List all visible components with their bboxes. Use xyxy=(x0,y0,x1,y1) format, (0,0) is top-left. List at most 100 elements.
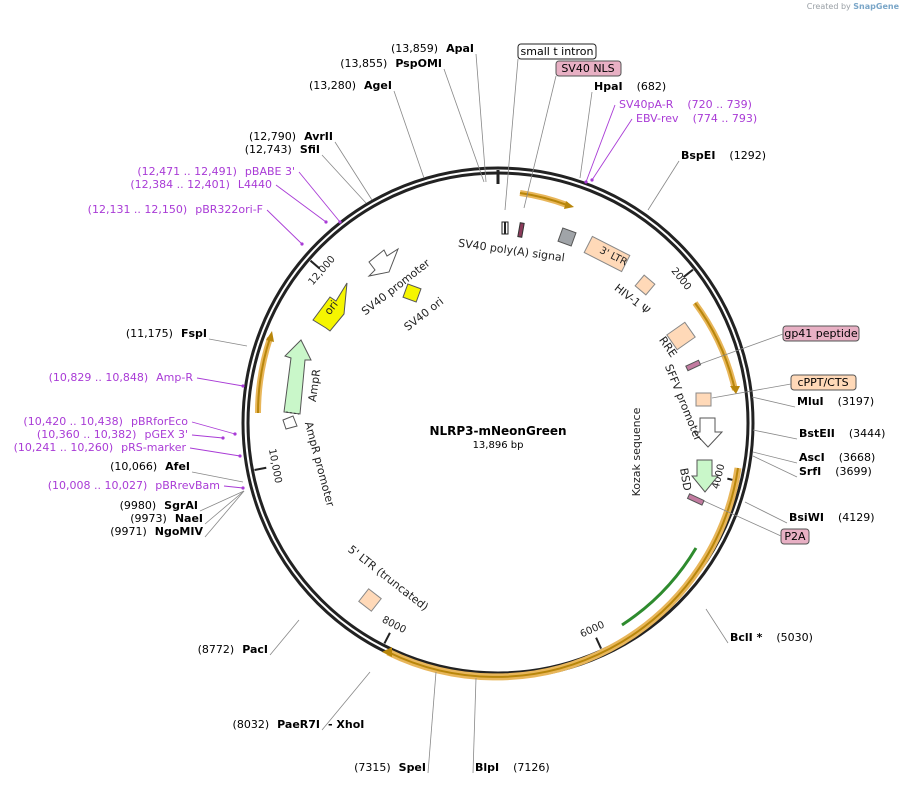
primer-name: L4440 xyxy=(238,178,272,191)
primer-pbr322orif[interactable]: pBR322ori-F(12,131 .. 12,150) xyxy=(88,203,304,246)
feature-bsd-arrow[interactable] xyxy=(690,459,720,493)
enzyme-name: BstEII xyxy=(799,427,835,440)
scale-tick-label-3: 8000 xyxy=(380,615,408,636)
primer-prsmarker[interactable]: pRS-marker(10,241 .. 10,260) xyxy=(14,441,242,458)
enzyme-spei[interactable]: SpeI(7315) xyxy=(354,671,437,774)
enzyme-name: HpaI xyxy=(594,80,623,93)
label-ampr-promoter: AmpR promoter xyxy=(302,420,337,508)
plasmid-name: NLRP3-mNeonGreen xyxy=(429,424,566,438)
feature-sv40-promoter-arrow[interactable] xyxy=(367,247,400,277)
feature-rre-box[interactable] xyxy=(666,321,696,351)
primer-pbrforeco[interactable]: pBRforEco(10,420 .. 10,438) xyxy=(23,415,237,436)
primer-pbrrevbam[interactable]: pBRrevBam(10,008 .. 10,027) xyxy=(48,479,245,492)
feature-gray-box xyxy=(557,227,577,247)
feature-sv40-ori-box[interactable] xyxy=(402,283,422,303)
boxed-small-t-intron[interactable]: small t intron xyxy=(517,43,597,60)
scale-tick-4 xyxy=(254,466,267,472)
enzyme-paci[interactable]: PacI(8772) xyxy=(198,619,300,656)
feature-3ltr-box[interactable] xyxy=(583,235,631,273)
enzyme-mlui[interactable]: MluI(3197) xyxy=(751,395,875,408)
primer-position: (12,471 .. 12,491) xyxy=(137,165,237,178)
enzyme-name: SgrAI xyxy=(164,499,198,512)
label-bsd: BSD xyxy=(677,467,694,492)
enzyme-sfii[interactable]: SfiI(12,743) xyxy=(245,143,367,204)
credit-prefix: Created by xyxy=(806,2,851,11)
boxed-gp41[interactable]: gp41 peptide xyxy=(782,325,860,342)
primer-position: (774 .. 793) xyxy=(693,112,758,125)
enzyme-naei[interactable]: NaeI (9973) xyxy=(130,490,245,525)
scale-tick-label-4: 10,000 xyxy=(266,448,283,484)
label-kozak: Kozak sequence xyxy=(630,407,643,496)
enzyme-position: (11,175) xyxy=(126,327,173,340)
primer-name: pBRrevBam xyxy=(155,479,220,492)
enzyme-paer7i[interactable]: PaeR7I(8032)- XhoI xyxy=(233,671,371,731)
feature-p2a-marker xyxy=(686,493,705,506)
enzyme-fspi[interactable]: FspI(11,175) xyxy=(126,327,248,347)
enzyme-srfi[interactable]: SrfI(3699) xyxy=(752,455,872,478)
enzyme-extra: - XhoI xyxy=(328,718,364,731)
enzyme-ngomiv[interactable]: NgoMIV (9971) xyxy=(110,490,245,538)
enzyme-position: (3197) xyxy=(838,395,875,408)
primer-position: (10,829 .. 10,848) xyxy=(49,371,149,384)
enzyme-blpi[interactable]: BlpI (7126) xyxy=(472,677,550,774)
primer-ampr[interactable]: Amp-R(10,829 .. 10,848) xyxy=(49,371,245,388)
feature-small-t-marker xyxy=(517,222,525,238)
enzyme-name: PspOMI xyxy=(395,57,442,70)
enzyme-name: SrfI xyxy=(799,465,821,478)
enzyme-position: (7126) xyxy=(513,761,550,774)
enzyme-bspei[interactable]: BspEI(1292) xyxy=(647,149,766,211)
enzyme-name: NgoMIV xyxy=(155,525,204,538)
boxed-cppt-text: cPPT/CTS xyxy=(797,376,848,389)
arrow-sffv xyxy=(730,386,740,394)
enzyme-name: NaeI xyxy=(175,512,203,525)
feature-arc-nlrp3[interactable] xyxy=(386,467,742,681)
feature-ori-arrow[interactable] xyxy=(312,282,348,332)
boxed-small-t-intron-text: small t intron xyxy=(521,45,594,58)
feature-gp41-marker xyxy=(685,359,702,372)
enzyme-position: (8772) xyxy=(198,643,235,656)
primer-l4440[interactable]: L4440(12,384 .. 12,401) xyxy=(130,178,328,224)
boxed-gp41-text: gp41 peptide xyxy=(784,327,858,340)
feature-sffv-arrow[interactable] xyxy=(692,417,724,448)
primer-pgex3[interactable]: pGEX 3'(10,360 .. 10,382) xyxy=(37,428,225,441)
enzyme-position: (9971) xyxy=(110,525,147,538)
scale-tick-label-0: 2000 xyxy=(669,266,693,293)
scale-tick-label-2: 6000 xyxy=(579,620,607,641)
feature-5ltr-box[interactable] xyxy=(358,588,382,612)
enzyme-avrii[interactable]: AvrII(12,790) xyxy=(249,130,373,201)
boxed-sv40-nls[interactable]: SV40 NLS xyxy=(555,60,622,77)
primer-layer: SV40pA-R(720 .. 739)EBV-rev(774 .. 793) p… xyxy=(14,98,758,492)
credit-brand: SnapGene xyxy=(853,2,899,11)
enzyme-pspomi[interactable]: PspOMI (13,855) xyxy=(340,57,485,183)
feature-ampr-promoter-arrow[interactable] xyxy=(282,415,298,430)
enzyme-afei[interactable]: AfeI(10,066) xyxy=(110,460,244,483)
enzyme-name: PaeR7I xyxy=(277,718,320,731)
scale-tick-label-5: 12,000 xyxy=(307,254,338,288)
boxed-p2a[interactable]: P2A xyxy=(780,528,810,545)
enzyme-position: (13,855) xyxy=(340,57,387,70)
enzyme-name: BclI * xyxy=(730,631,763,644)
enzyme-agei[interactable]: AgeI(13,280) xyxy=(309,79,425,179)
primer-pbabe3[interactable]: pBABE 3'(12,471 .. 12,491) xyxy=(137,165,342,224)
enzyme-apai[interactable]: ApaI(13,859) xyxy=(391,42,487,183)
enzyme-position: (9973) xyxy=(130,512,167,525)
feature-ampr-arrow[interactable] xyxy=(283,339,312,415)
enzyme-hpai[interactable]: HpaI(682) xyxy=(579,80,666,179)
enzyme-bsiwi[interactable]: BsiWI(4129) xyxy=(744,501,875,524)
primer-sv40par[interactable]: SV40pA-R(720 .. 739) xyxy=(584,98,752,184)
feature-cppt-box[interactable] xyxy=(695,392,712,407)
primer-name: pGEX 3' xyxy=(144,428,188,441)
primer-position: (10,420 .. 10,438) xyxy=(23,415,123,428)
feature-hiv-box[interactable] xyxy=(634,274,656,296)
enzyme-name: BlpI xyxy=(475,761,499,774)
boxed-cppt[interactable]: cPPT/CTS xyxy=(790,374,857,391)
primer-ebvrev[interactable]: EBV-rev(774 .. 793) xyxy=(590,112,757,182)
label-ampr: AmpR xyxy=(306,368,323,403)
enzyme-bsteii[interactable]: BstEII(3444) xyxy=(752,427,885,440)
enzyme-sgrai[interactable]: SgrAI(9980) xyxy=(120,490,245,512)
enzyme-bcli[interactable]: BclI *(5030) xyxy=(705,608,813,644)
enzyme-asci[interactable]: AscI(3668) xyxy=(752,451,875,464)
scale-tick-3 xyxy=(383,632,391,644)
feature-arc-mneongreen[interactable] xyxy=(621,547,698,627)
